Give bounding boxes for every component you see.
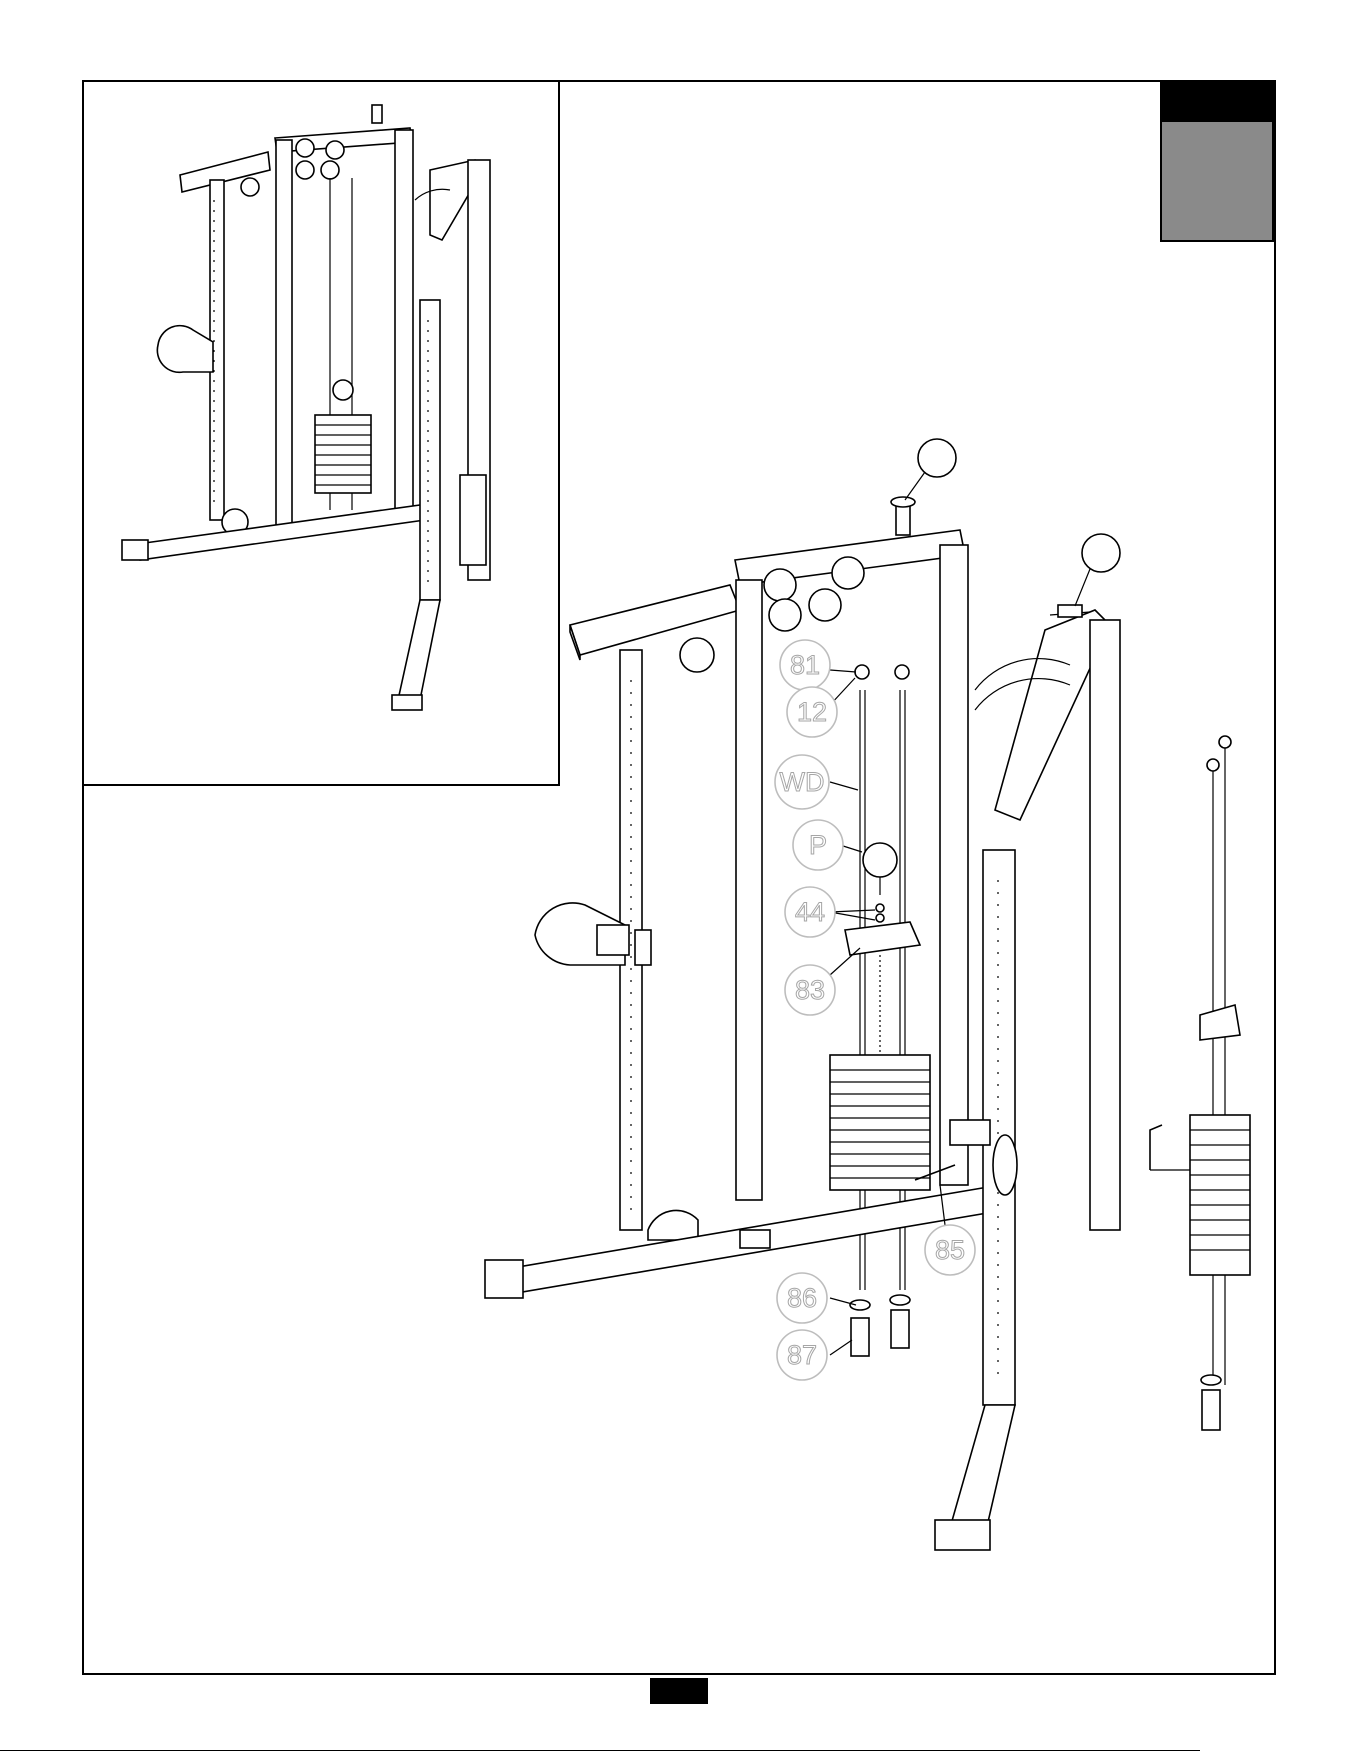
page-number-tab (650, 1678, 708, 1704)
svg-text:P: P (809, 830, 827, 860)
callout-81: 81 (780, 640, 830, 690)
callout-87: 87 (777, 1330, 827, 1380)
callout-85: 85 (925, 1225, 975, 1275)
footer-rule (0, 1750, 1200, 1751)
callout-83: 83 (785, 965, 835, 1015)
callout-blank-top (918, 439, 956, 477)
svg-text:83: 83 (795, 975, 825, 1005)
svg-text:86: 86 (787, 1283, 817, 1313)
svg-text:85: 85 (935, 1235, 965, 1265)
svg-text:87: 87 (787, 1340, 817, 1370)
callout-44: 44 (785, 887, 835, 937)
svg-text:WD: WD (780, 767, 825, 797)
callout-p: P (793, 820, 843, 870)
svg-text:44: 44 (795, 897, 825, 927)
completed-machine-inset-frame (82, 80, 560, 786)
main-machine-drawing (485, 497, 1250, 1550)
callout-wd: WD (775, 755, 829, 809)
svg-text:81: 81 (790, 650, 820, 680)
callout-86: 86 (777, 1273, 827, 1323)
svg-text:12: 12 (797, 697, 827, 727)
callout-blank-right (1082, 534, 1120, 572)
callout-12: 12 (787, 687, 837, 737)
